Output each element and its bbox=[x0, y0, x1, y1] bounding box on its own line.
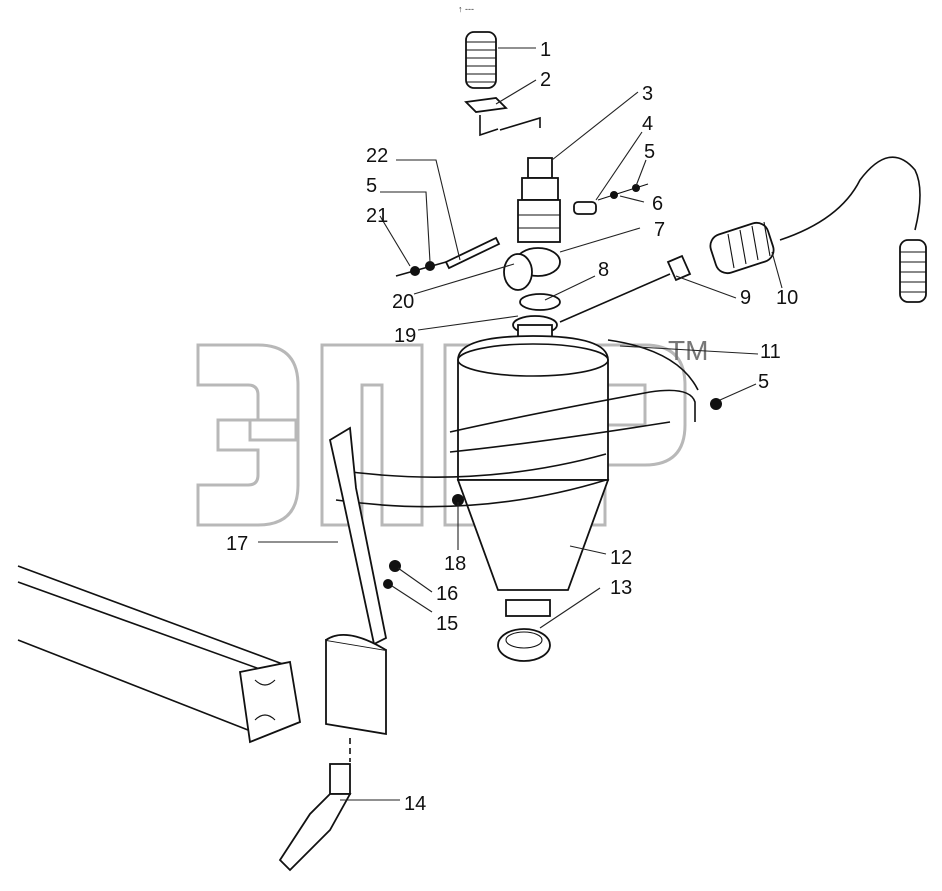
callout-7: 7 bbox=[654, 219, 665, 241]
part-15-washer bbox=[383, 579, 393, 589]
callout-22: 22 bbox=[366, 145, 388, 167]
callout-3: 3 bbox=[642, 83, 653, 105]
callout-12: 12 bbox=[610, 547, 632, 569]
part-14-hook bbox=[278, 738, 352, 872]
part-16-nut bbox=[389, 560, 401, 572]
callout-19: 19 bbox=[394, 325, 416, 347]
callout-5-left: 5 bbox=[366, 175, 377, 197]
callout-6: 6 bbox=[652, 193, 663, 215]
callout-20: 20 bbox=[392, 291, 414, 313]
callout-18: 18 bbox=[444, 553, 466, 575]
callout-9: 9 bbox=[740, 287, 751, 309]
callout-15: 15 bbox=[436, 613, 458, 635]
part-8-ring bbox=[519, 293, 561, 311]
part-10-spring-cable bbox=[709, 156, 927, 303]
callout-14: 14 bbox=[404, 793, 426, 815]
part-2-clip bbox=[464, 97, 541, 137]
part-9-plate bbox=[559, 254, 692, 323]
callout-13: 13 bbox=[610, 577, 632, 599]
callout-21: 21 bbox=[366, 205, 388, 227]
callout-8: 8 bbox=[598, 259, 609, 281]
part-17-bracket bbox=[325, 426, 388, 736]
callout-numbers: 1 2 3 4 5 6 7 8 9 10 11 5 12 13 14 15 16… bbox=[226, 39, 798, 815]
part-3-valve bbox=[517, 157, 561, 243]
callout-4: 4 bbox=[642, 113, 653, 135]
part-18-strap bbox=[335, 453, 607, 508]
part-13-cap bbox=[497, 599, 551, 662]
part-22-pin bbox=[395, 236, 501, 277]
part-7-lever bbox=[503, 247, 561, 291]
callout-1: 1 bbox=[540, 39, 551, 61]
callout-17: 17 bbox=[226, 533, 248, 555]
callout-5-right: 5 bbox=[758, 371, 769, 393]
part-1-spring bbox=[465, 31, 497, 89]
callout-2: 2 bbox=[540, 69, 551, 91]
callout-5-top: 5 bbox=[644, 141, 655, 163]
callout-11: 11 bbox=[760, 341, 781, 363]
header-mark: ↑ --- bbox=[458, 4, 474, 14]
rail-beam bbox=[17, 565, 302, 744]
part-11-strap bbox=[449, 339, 722, 453]
callout-10: 10 bbox=[776, 287, 798, 309]
part-4-spring bbox=[573, 201, 597, 215]
part-12-hopper bbox=[456, 335, 610, 591]
callout-16: 16 bbox=[436, 583, 458, 605]
leader-lines bbox=[258, 47, 783, 801]
